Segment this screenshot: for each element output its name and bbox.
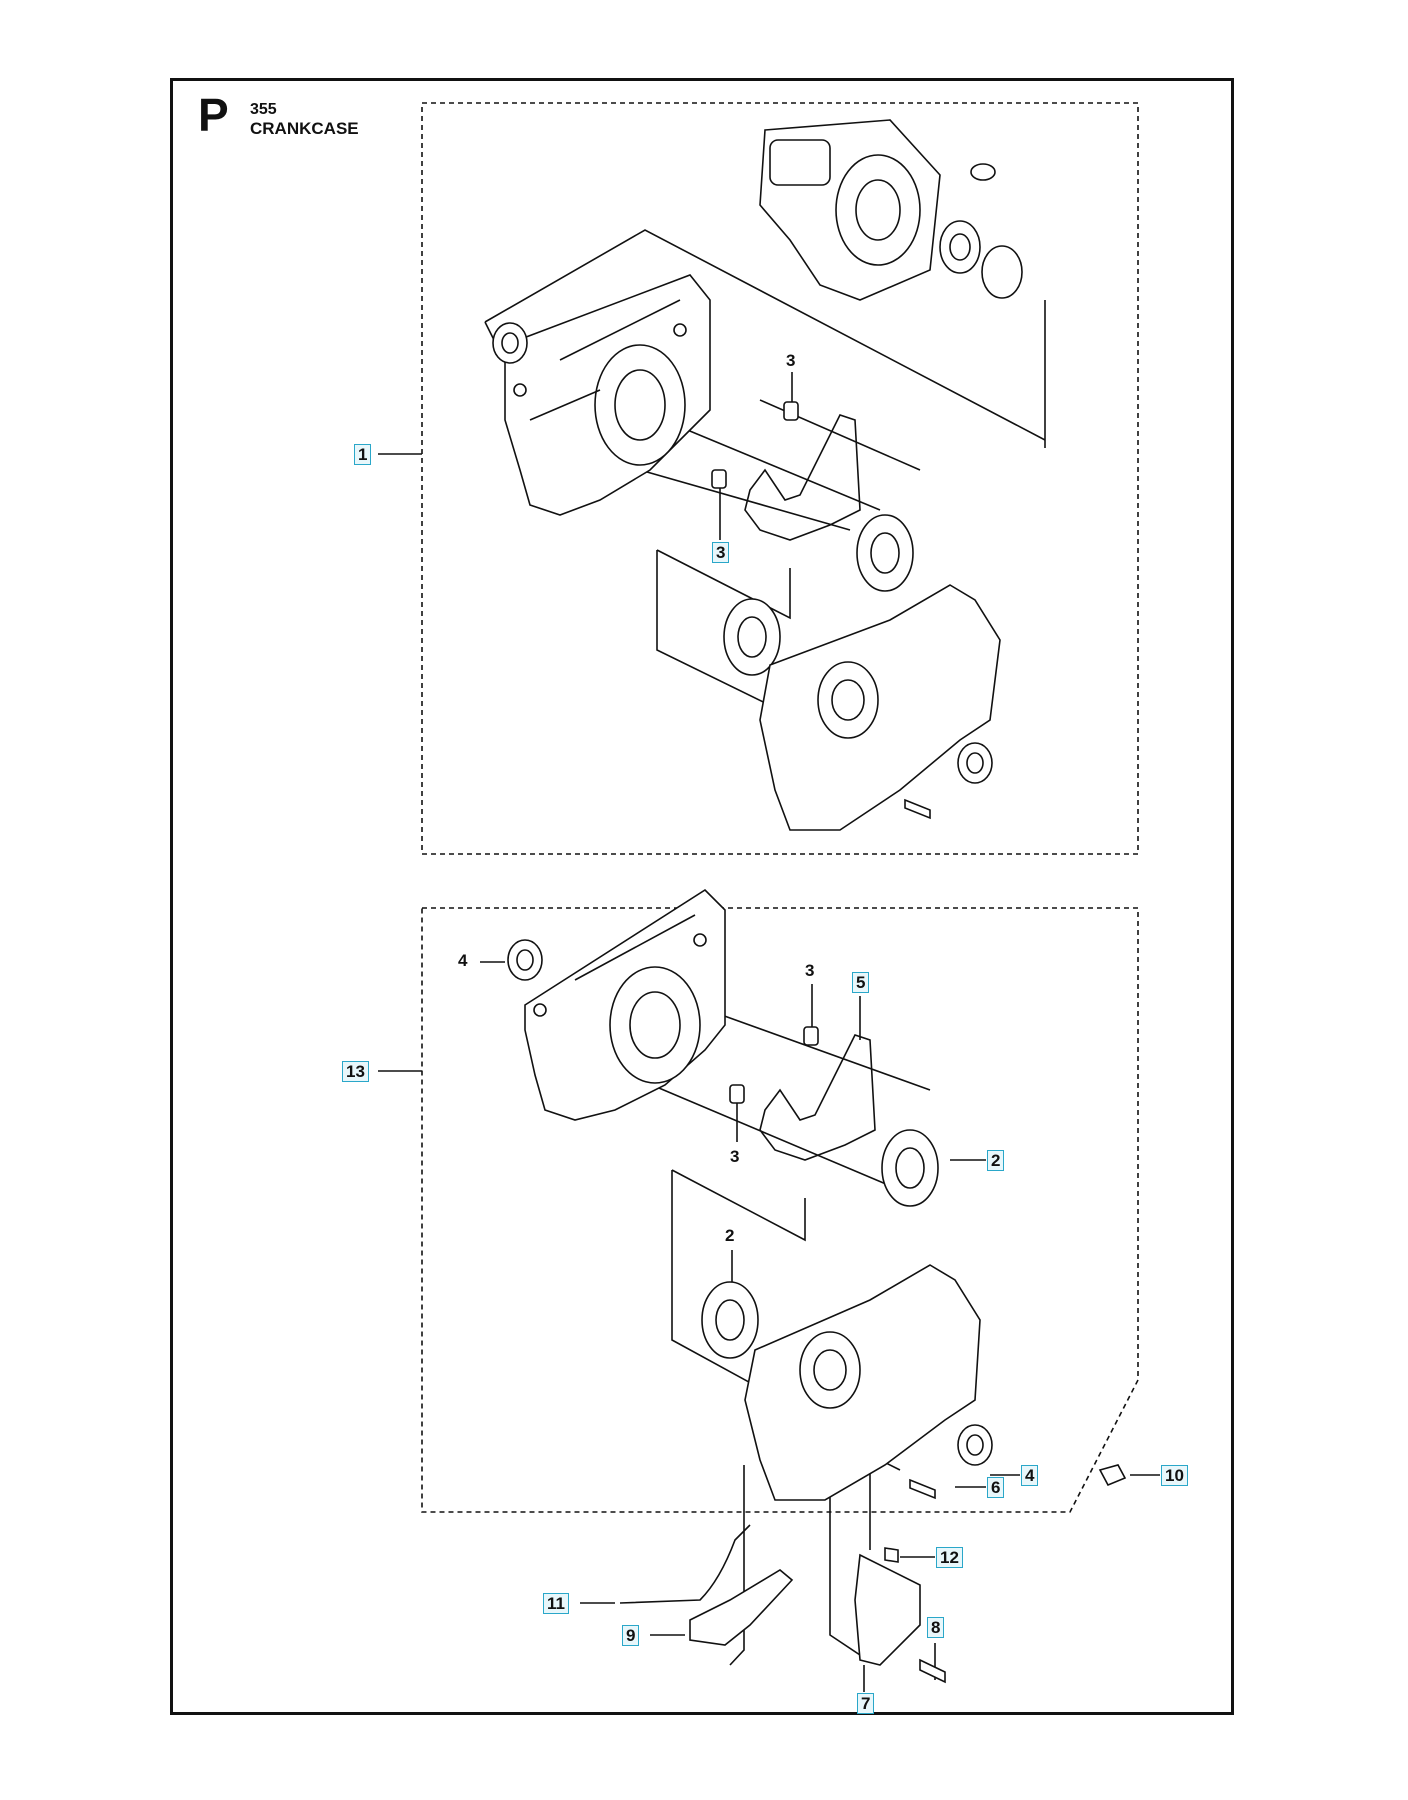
callout-11[interactable]: 11 [543,1593,569,1614]
dowel-pin [803,1026,819,1046]
model-number: 355 [250,101,277,118]
group-box-13 [421,907,1139,1513]
callout-9[interactable]: 9 [622,1625,640,1646]
callout-6[interactable]: 6 [987,1477,1005,1498]
callout-1[interactable]: 1 [354,444,372,465]
group-box-1 [421,102,1139,855]
screw [904,798,931,820]
screw-8 [919,1658,946,1684]
callout-7[interactable]: 7 [857,1693,875,1714]
gasket [759,1034,876,1161]
crankcase-half-2 [744,1264,981,1501]
callout-4a[interactable]: 4 [458,951,468,970]
callout-12[interactable]: 12 [936,1547,963,1568]
bracket-9 [689,1569,794,1646]
screw-10 [1098,1464,1127,1487]
callout-4b[interactable]: 4 [1021,1465,1039,1486]
screw [909,1478,936,1500]
section-letter: P [198,89,229,141]
section-title: CRANKCASE [250,119,359,138]
cover-plate-7 [854,1553,921,1666]
dowel-pin [711,469,727,489]
callout-3b[interactable]: 3 [712,542,730,563]
diagram-frame [170,78,1234,1715]
callout-3d[interactable]: 3 [730,1147,740,1166]
callout-2b[interactable]: 2 [725,1226,735,1245]
dowel-pin [729,1084,745,1104]
crankcase-half-2 [759,584,1001,831]
stop-cable [619,1524,751,1604]
gasket [744,414,861,541]
callout-8[interactable]: 8 [927,1617,945,1638]
nipple-12 [884,1547,899,1563]
callout-2a[interactable]: 2 [987,1150,1005,1171]
dowel-pin [783,401,799,421]
callout-5[interactable]: 5 [852,972,870,993]
callout-13[interactable]: 13 [342,1061,369,1082]
callout-3a[interactable]: 3 [786,351,796,370]
callout-10[interactable]: 10 [1161,1465,1188,1486]
callout-3c[interactable]: 3 [805,961,815,980]
